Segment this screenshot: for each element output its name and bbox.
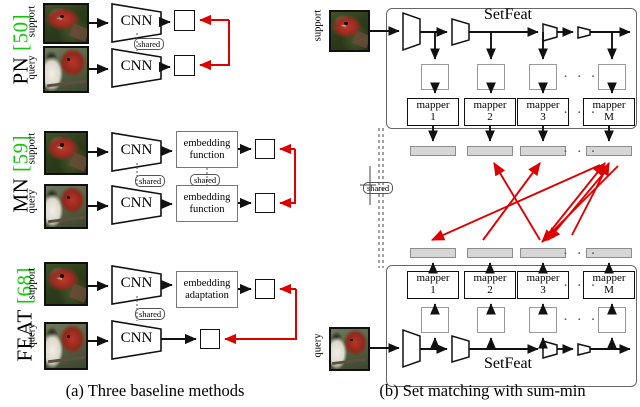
feature-box-bottom-1 [421,307,449,333]
cnn-shape-mn-query [111,185,162,225]
embedding-function-line1-mn: embedding [183,138,231,150]
query-image-pn [43,46,89,93]
embedding-adaptation-line2-feat: adaptation [185,289,229,301]
query-image-mn [44,184,88,229]
match-arrow-tm-to-b3 [541,165,619,243]
panelb-support-image [329,10,370,52]
prototype-node-support-pn [174,10,195,31]
prototype-node-query-pn [174,55,195,76]
mapper-bottom-2: mapper 2 [464,271,516,299]
embedding-adaptation-feat: embedding adaptation [176,271,238,308]
descriptor-bar-bottom-m [586,248,632,258]
mapper-bottom-1-index: 1 [430,284,436,296]
adapted-node-support-feat [255,279,275,299]
mapper-bottom-3-name: mapper [526,272,560,285]
mapper-top-3-index: 3 [540,111,546,123]
mapper-bottom-m-name: mapper [592,272,626,285]
descriptor-ellipsis-bottom: · · · [563,246,598,262]
support-image-mn [44,131,88,175]
descriptor-bar-bottom-3 [520,248,566,258]
embedding-node-query-mn [255,193,275,213]
mapper-top-m: mapper M [583,98,635,126]
red-link-pn-lower [199,20,230,71]
mapper-top-3: mapper 3 [517,98,569,126]
descriptor-bar-top-2 [467,146,513,156]
panelb-query-image [329,327,370,371]
mapper-ellipsis-bottom: · · · [563,278,598,294]
backbone-block-bottom-3 [542,340,558,359]
backbone-block-bottom-1 [402,328,421,369]
feature-ellipsis-top: · · · [563,69,598,85]
mapper-top-1: mapper 1 [407,98,459,126]
cnn-shape-feat-query [111,320,162,360]
mapper-top-3-name: mapper [526,99,560,112]
backbone-block-bottom-2 [451,334,470,364]
mapper-bottom-2-index: 2 [487,284,493,296]
descriptor-bar-bottom-2 [467,248,513,258]
caption-b: (b) Set matching with sum-min [379,381,586,400]
query-image-feat [44,322,88,370]
cnn-block-support-feat: CNN [120,275,153,292]
embedding-function-query-line1-mn: embedding [183,192,231,204]
red-link-feat-lower [224,289,297,345]
embedding-function-support-mn: embedding function [176,131,238,168]
feature-ellipsis-bottom: · · · [563,312,598,328]
cnn-block-query-pn: CNN [120,58,153,75]
descriptor-bar-top-3 [520,146,566,156]
cnn-block-support-mn: CNN [120,142,153,159]
caption-a: (a) Three baseline methods [65,381,245,400]
cnn-shape-pn-support [111,3,162,43]
setfeat-label-top: SetFeat [484,6,532,23]
match-arrow-b2-to-t3 [482,162,541,241]
match-arrow-tm-to-b2 [547,167,609,241]
embedding-node-support-mn [255,139,275,159]
descriptor-ellipsis-top: · · · [563,144,598,160]
descriptor-bar-top-1 [410,146,456,156]
support-image-pn [43,3,89,44]
mapper-top-1-index: 1 [430,111,436,123]
descriptor-bar-top-m [586,146,632,156]
cnn-shape-pn-query [111,48,162,88]
match-arrow-tm-to-b1 [430,164,601,241]
embedding-function-query-line2-mn: function [189,203,225,215]
shared-tag-feat: shared [135,308,166,320]
backbone-block-top-1 [402,11,421,52]
mapper-top-2-index: 2 [487,111,493,123]
mapper-bottom-m-index: M [604,284,614,296]
mapper-top-m-name: mapper [592,99,626,112]
backbone-block-top-2 [451,17,470,47]
embedding-function-line2-mn: function [189,149,225,161]
backbone-block-top-4 [577,26,591,39]
mapper-bottom-3-index: 3 [540,284,546,296]
shared-tag-pn: shared [134,38,165,50]
backbone-block-top-3 [542,23,558,42]
cnn-block-support-pn: CNN [120,13,153,30]
setfeat-label-bottom: SetFeat [484,355,532,372]
mapper-bottom-m: mapper M [583,271,635,299]
shared-rail [360,128,384,268]
mapper-top-m-index: M [604,111,614,123]
mapper-top-1-name: mapper [416,99,450,112]
shared-tag-cnn-mn: shared [135,175,166,187]
red-link-mn-lower [279,149,296,209]
cnn-shape-mn-support [111,132,162,172]
support-image-feat [44,262,88,306]
cnn-block-query-feat: CNN [120,330,153,347]
match-arrow-b3b-to-tm [544,162,606,239]
backbone-block-bottom-4 [577,343,591,356]
mapper-top-2: mapper 2 [464,98,516,126]
mapper-top-2-name: mapper [473,99,507,112]
shared-tag-embedding-mn: shared [190,174,221,186]
mapper-bottom-1-name: mapper [416,272,450,285]
mapper-ellipsis-top: · · · [563,105,598,121]
cnn-block-query-mn: CNN [120,195,153,212]
mapper-bottom-1: mapper 1 [407,271,459,299]
cnn-shape-feat-support [111,265,162,305]
embedding-adaptation-line1-feat: embedding [183,278,231,290]
query-node-feat [200,329,220,349]
mapper-bottom-2-name: mapper [473,272,507,285]
descriptor-bar-bottom-1 [410,248,456,258]
